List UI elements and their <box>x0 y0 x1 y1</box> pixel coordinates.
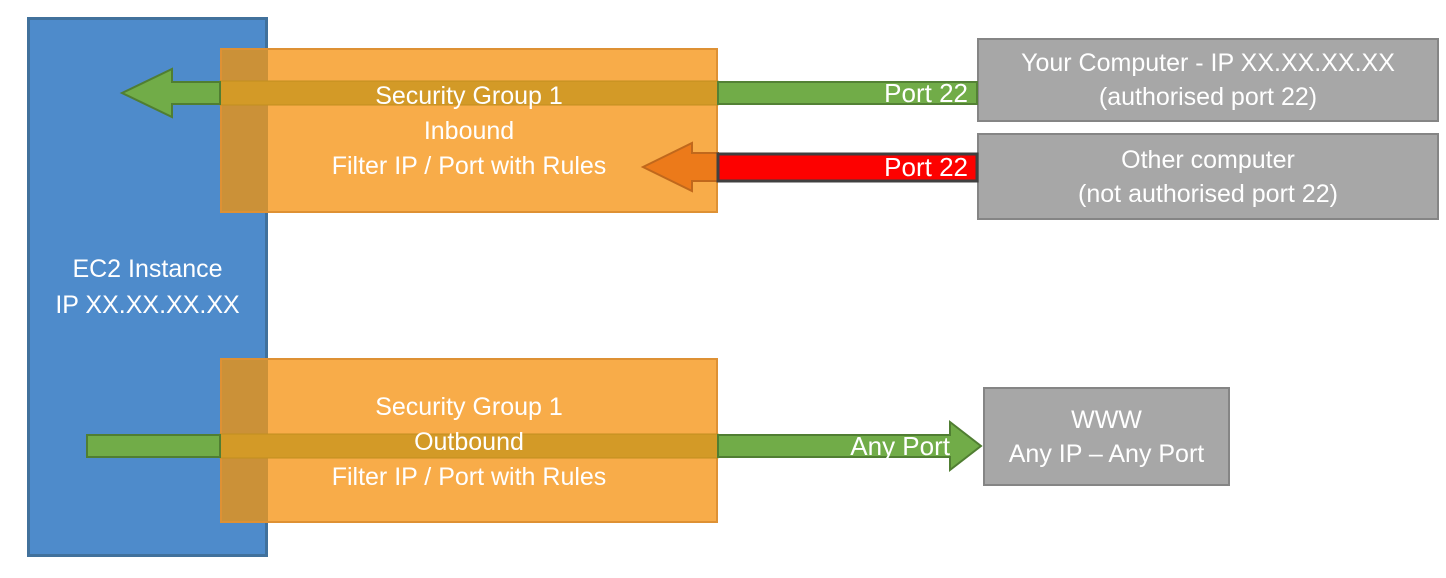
outbound-group-direction: Outbound <box>414 428 524 456</box>
www-box: WWW Any IP – Any Port <box>983 387 1230 486</box>
inbound-allowed-port-label: Port 22 <box>884 78 968 108</box>
inbound-group-overlap-shade <box>222 50 268 211</box>
other-computer-title: Other computer <box>1121 145 1295 174</box>
outbound-group-description: Filter IP / Port with Rules <box>331 463 607 491</box>
your-computer-box: Your Computer - IP XX.XX.XX.XX (authoris… <box>977 38 1439 122</box>
inbound-group-name: Security Group 1 <box>375 82 563 110</box>
www-subtitle: Any IP – Any Port <box>1008 439 1205 468</box>
www-title: WWW <box>1071 405 1142 434</box>
security-group-inbound-label: Security Group 1 Inbound Filter IP / Por… <box>220 79 718 184</box>
ec2-instance-ip: IP XX.XX.XX.XX <box>55 291 240 319</box>
inbound-group-direction: Inbound <box>423 117 515 145</box>
outbound-group-name: Security Group 1 <box>375 393 563 421</box>
your-computer-subtitle: (authorised port 22) <box>1098 83 1318 111</box>
other-computer-box: Other computer (not authorised port 22) <box>977 133 1439 220</box>
outbound-port-label: Any Port <box>850 431 950 461</box>
inbound-blocked-port-label: Port 22 <box>884 152 968 182</box>
inbound-group-description: Filter IP / Port with Rules <box>331 152 607 180</box>
security-group-outbound-label: Security Group 1 Outbound Filter IP / Po… <box>220 390 718 495</box>
ec2-instance-name: EC2 Instance <box>72 255 223 283</box>
your-computer-title: Your Computer - IP XX.XX.XX.XX <box>1021 49 1395 77</box>
security-group-inbound-box <box>220 48 718 213</box>
other-computer-subtitle: (not authorised port 22) <box>1078 179 1338 208</box>
